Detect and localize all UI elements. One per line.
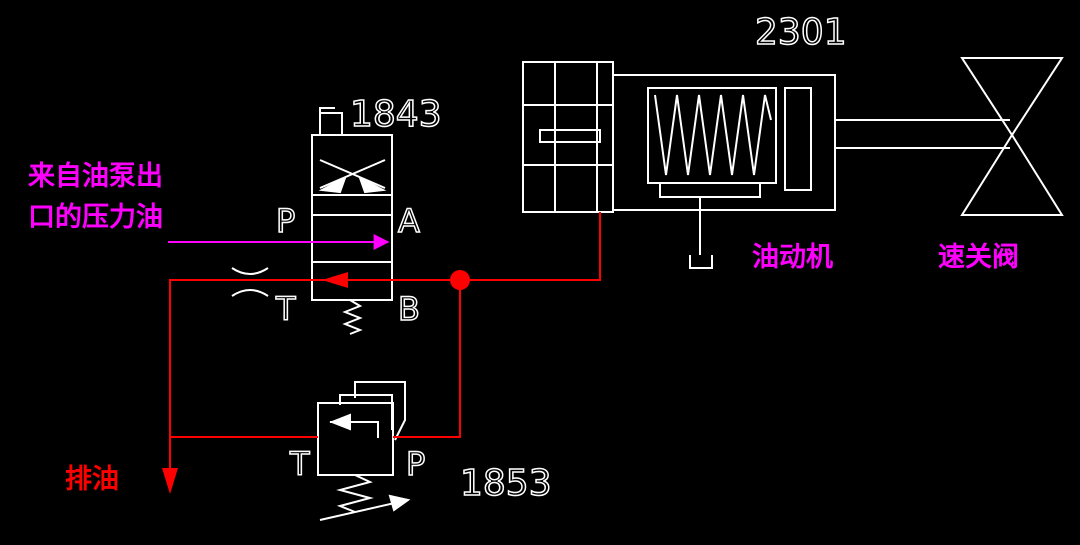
drain-label: 排油 [65,464,119,495]
port-a-label: A [398,202,420,240]
relief-valve-id-label: 1853 [460,463,552,504]
pressure-oil-lines [169,212,601,470]
trip-valve-symbol [960,57,1064,216]
actuator-cylinder [522,61,1010,269]
orifice-symbol [231,267,269,297]
port-p-valve-label: P [276,202,295,240]
solenoid-valve [311,107,393,335]
supply-text-line2: 口的压力油 [28,201,163,233]
valve-flow-arrow [322,272,348,288]
solenoid-valve-id-label: 1843 [350,94,442,135]
port-b-label: B [398,290,420,328]
port-t-valve-label: T [275,290,296,328]
supply-text-line1: 来自油泵出 [28,160,163,192]
actuator-label: 油动机 [752,242,833,273]
trip-valve-label: 速关阀 [938,242,1019,273]
port-p-relief-label: P [406,445,425,483]
cylinder-id-label: 2301 [755,12,847,53]
drain-arrow [162,468,178,494]
junction-dot [450,270,470,290]
port-t-relief-label: T [289,445,310,483]
relief-valve [317,381,411,521]
